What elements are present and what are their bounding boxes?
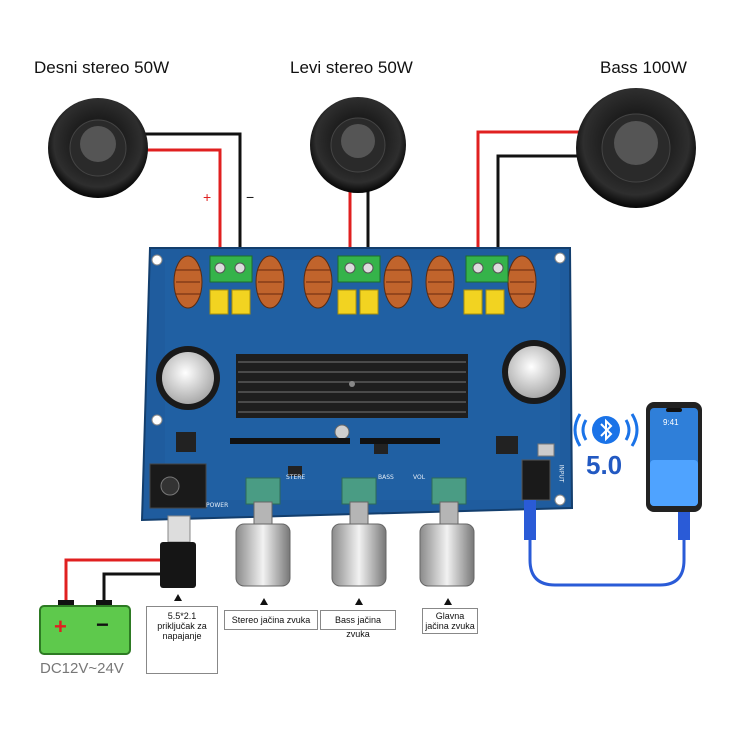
speaker-bass-label: Bass 100W [600,58,687,77]
battery-minus: − [96,612,109,637]
speaker-left [310,97,406,193]
speaker-left-label: Levi stereo 50W [290,58,413,77]
knob-bass[interactable] [331,501,387,587]
caption-bass-volume: Bass jačina zvuka [320,610,396,639]
bluetooth-version: 5.0 [586,450,623,480]
battery-wires [64,558,160,604]
knob-volume[interactable] [419,501,475,587]
audio-cable [524,500,690,587]
silk-vol: VOL [413,474,426,481]
pointer-power [174,594,182,601]
pointer-bass [355,598,363,605]
battery [39,600,131,655]
speaker-bass [576,88,696,208]
speaker-right [48,98,148,198]
pointer-main [444,598,452,605]
speaker-wires [140,130,590,268]
caption-main-volume: Glavna jačina zvuka [422,608,478,634]
silk-input: INPUT [557,464,565,483]
amplifier-board [140,247,574,522]
silk-power: POWER [206,502,229,509]
silk-stere: STERE [286,474,306,481]
bluetooth-icon [573,413,639,447]
phone-time: 9:41 [663,418,679,427]
power-plug [160,515,196,588]
caption-stereo-volume: Stereo jačina zvuka [224,610,318,630]
minus-sign: − [246,189,255,205]
battery-plus: + [54,614,67,639]
plus-sign: + [203,189,212,205]
speaker-right-label: Desni stereo 50W [34,58,170,77]
battery-voltage: DC12V~24V [40,660,124,677]
knob-stereo[interactable] [235,501,291,587]
caption-power-jack: 5.5*2.1 priključak za napajanje [146,606,218,674]
pointer-stereo [260,598,268,605]
silk-bass: BASS [378,474,394,481]
phone [646,402,702,512]
caption-power-jack-text: 5.5*2.1 priključak za napajanje [157,611,207,641]
